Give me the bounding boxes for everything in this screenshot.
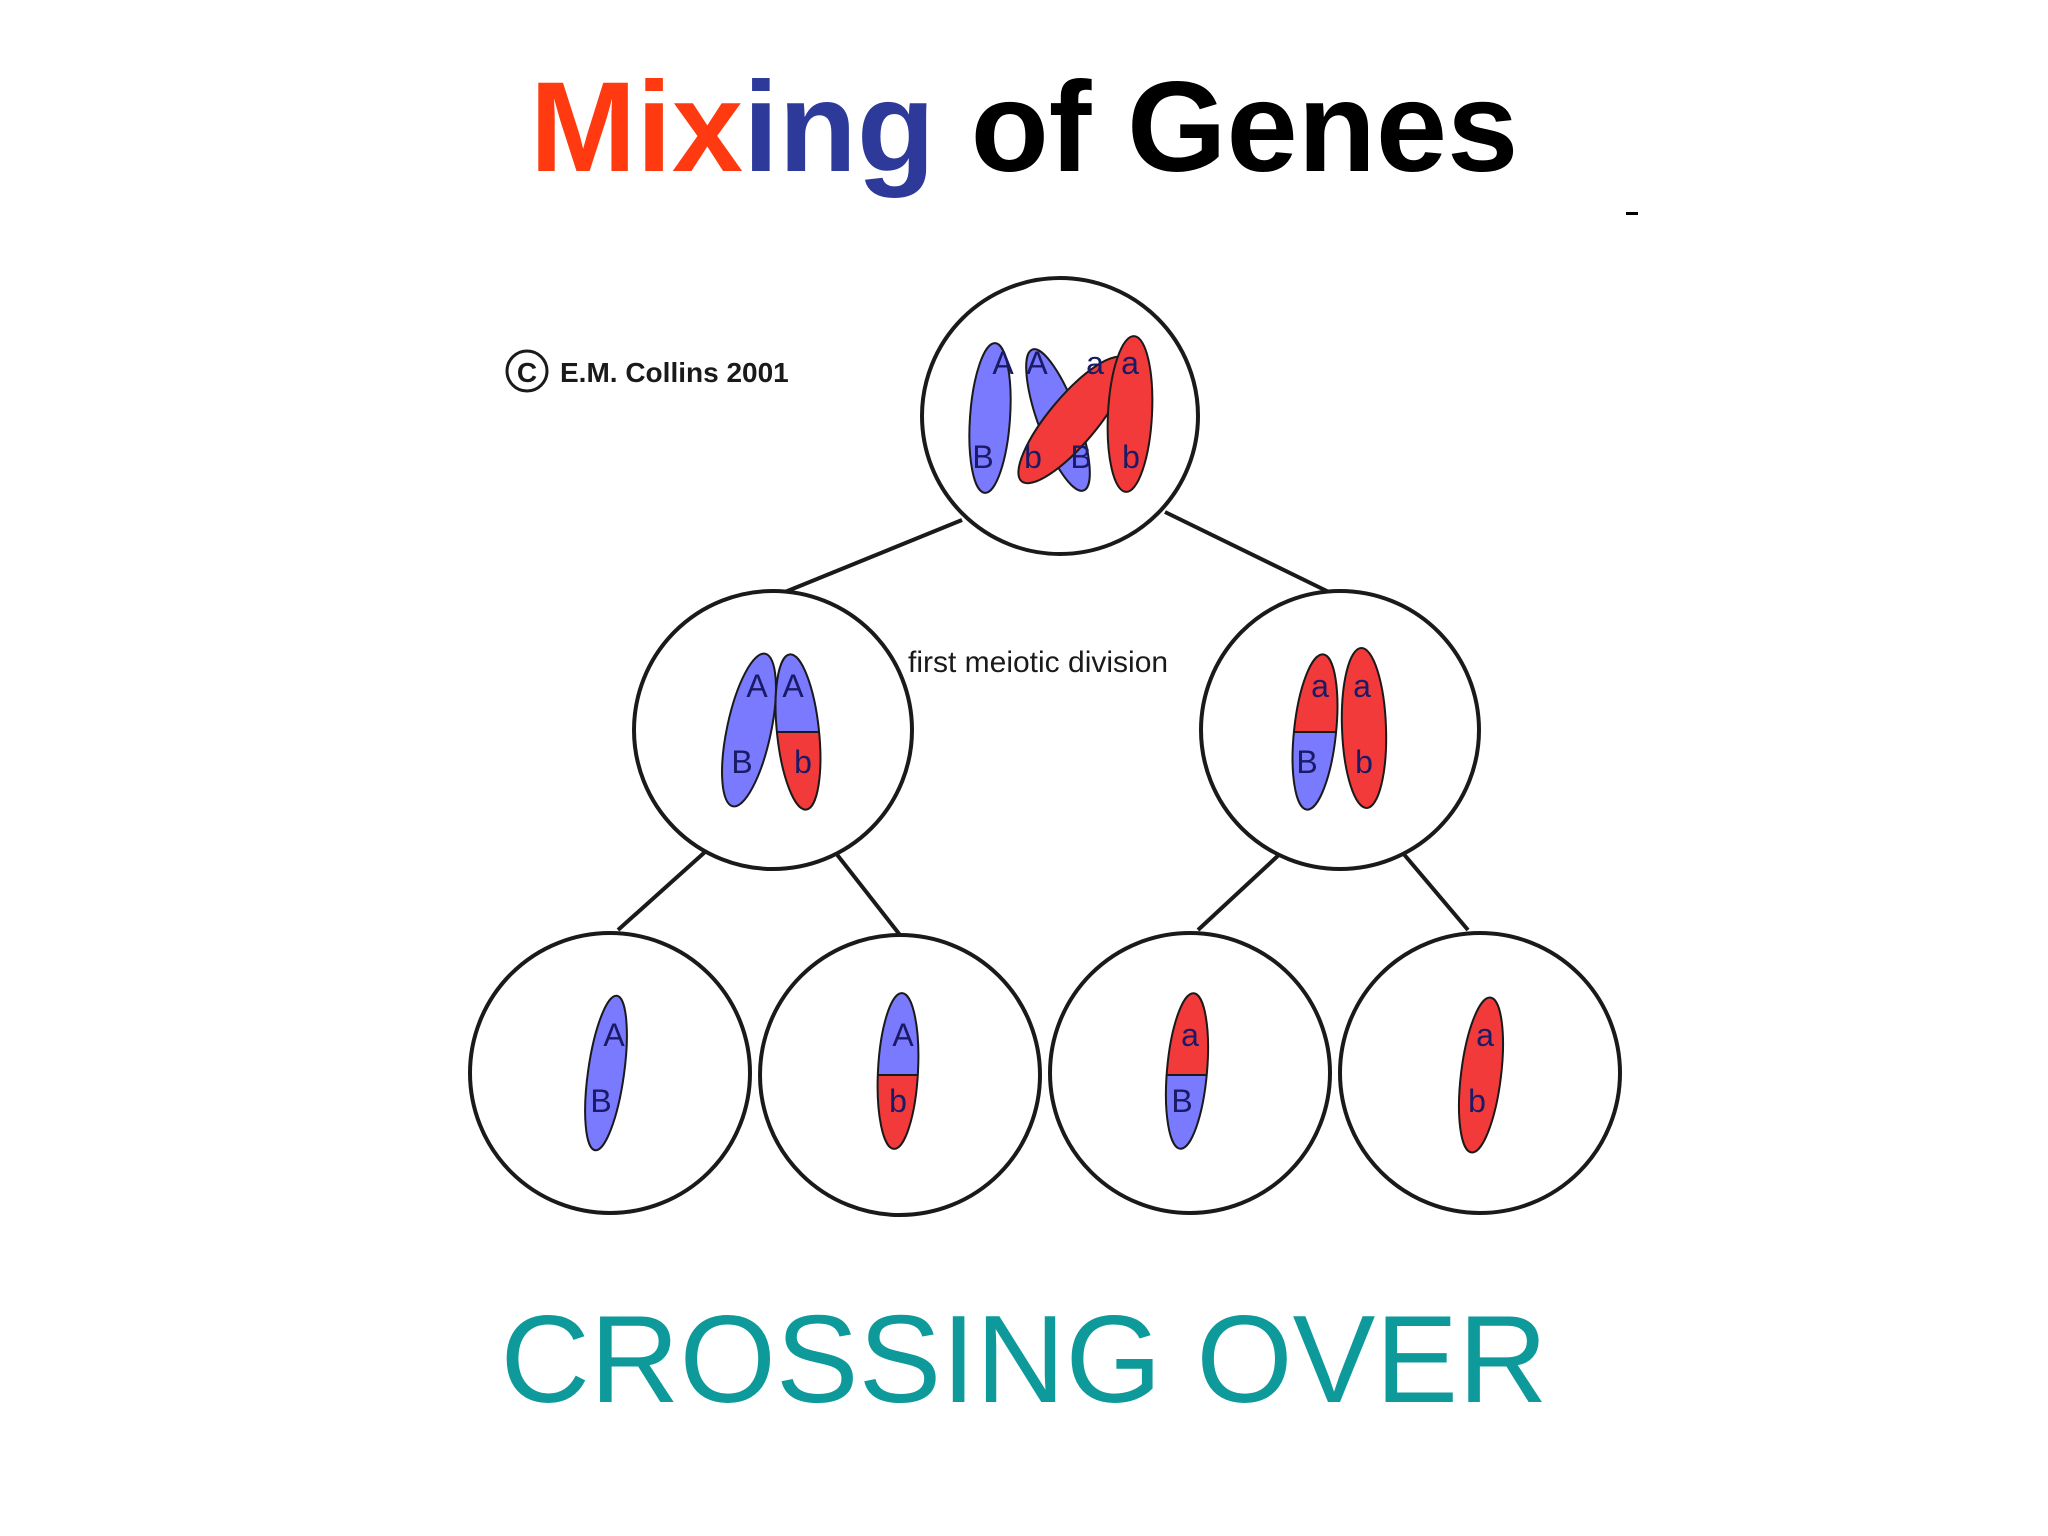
- allele-label: a: [1476, 1017, 1494, 1053]
- left-chromatid-2-outline: [774, 653, 822, 811]
- slide-subtitle: CROSSING OVER: [0, 1290, 2048, 1430]
- title-part-ing: ing: [743, 56, 936, 199]
- parent-chromatid-4: [1106, 335, 1154, 493]
- allele-label: B: [1296, 744, 1317, 780]
- allele-label: a: [1121, 345, 1139, 381]
- right-chromatid-1-outline: [1291, 653, 1339, 811]
- copyright-notice: C E.M. Collins 2001: [505, 349, 789, 393]
- allele-label: B: [590, 1083, 611, 1119]
- left-cell: A A B b: [632, 589, 914, 871]
- parent-cell: A A a a B b B b: [920, 276, 1200, 556]
- connector-right-gamete3: [1196, 850, 1284, 932]
- slide-title: Mixing of Genes: [0, 58, 2048, 198]
- left-cell-outline: [632, 589, 914, 871]
- subtitle-text: CROSSING OVER: [500, 1291, 1548, 1429]
- allele-label: B: [1171, 1083, 1192, 1119]
- gamete-1-chromosome: [584, 994, 628, 1152]
- allele-label: b: [1122, 439, 1140, 475]
- connector-right-gamete4: [1400, 850, 1470, 932]
- allele-label: a: [1086, 345, 1104, 381]
- left-chromatid-1: [721, 652, 777, 808]
- allele-label: A: [992, 345, 1014, 381]
- connector-parent-left: [784, 518, 963, 594]
- allele-label: a: [1353, 668, 1371, 704]
- connector-lines: [616, 510, 1470, 937]
- allele-label: B: [972, 439, 993, 475]
- allele-label: b: [1024, 439, 1042, 475]
- right-chromatid-2: [1340, 647, 1388, 809]
- connector-left-gamete2: [833, 850, 902, 937]
- allele-label: A: [746, 668, 768, 704]
- gamete-cell-1: A B: [468, 931, 752, 1215]
- allele-label: B: [1070, 439, 1091, 475]
- division-label: first meiotic division: [908, 646, 1168, 679]
- connector-left-gamete1: [616, 850, 707, 932]
- connector-parent-right: [1164, 510, 1336, 597]
- allele-label: A: [892, 1017, 914, 1053]
- allele-label: a: [1181, 1017, 1199, 1053]
- parent-chromatid-1: [968, 342, 1012, 494]
- allele-label: b: [889, 1083, 907, 1119]
- allele-label: A: [603, 1017, 625, 1053]
- allele-label: A: [1026, 345, 1048, 381]
- allele-label: b: [1355, 744, 1373, 780]
- gamete-cell-4: a b: [1338, 931, 1622, 1215]
- gamete-3-chromosome-outline: [1164, 992, 1210, 1150]
- gamete-cell-2: A b: [758, 933, 1042, 1217]
- allele-label: b: [1468, 1083, 1486, 1119]
- gamete-4-chromosome: [1457, 996, 1505, 1154]
- copyright-symbol: C: [517, 357, 537, 388]
- gamete-cell-3: a B: [1048, 931, 1332, 1215]
- stray-dash-mark: [1626, 212, 1638, 215]
- right-cell-outline: [1199, 589, 1481, 871]
- title-part-of-genes: of Genes: [935, 56, 1519, 199]
- allele-label: b: [794, 744, 812, 780]
- copyright-symbol-circle: [505, 349, 549, 393]
- title-part-mix: Mix: [529, 56, 744, 199]
- allele-label: B: [731, 744, 752, 780]
- right-cell: a a B b: [1199, 589, 1481, 871]
- gamete-2-chromosome-outline: [876, 992, 920, 1150]
- copyright-text: E.M. Collins 2001: [560, 357, 789, 388]
- allele-label: a: [1311, 668, 1329, 704]
- allele-label: A: [782, 668, 804, 704]
